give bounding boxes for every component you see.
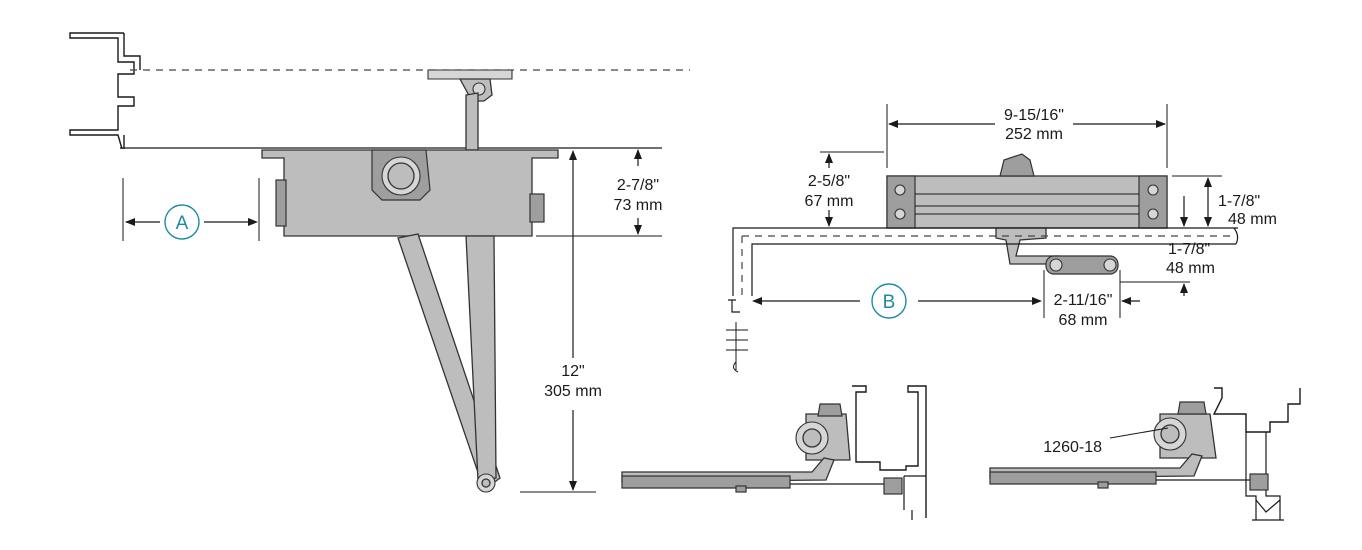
dim-depth-imperial: 2-7/8" (617, 177, 659, 194)
mounting-bracket (427, 69, 513, 80)
dim-height-left-metric: 67 mm (805, 193, 854, 210)
dim-length-imperial: 9-15/16" (1004, 107, 1064, 124)
top-view: A 2-7/8" 73 mm 12" 305 mm (69, 32, 690, 493)
forearm (465, 235, 497, 481)
side-view: 9-15/16" 252 mm 2-5/8" 67 mm 1-7/8" 48 m… (726, 104, 1277, 373)
frame-profile (69, 32, 135, 150)
part-number-label: 1260-18 (1043, 439, 1102, 456)
door-outline (732, 227, 1238, 296)
dim-height-right-metric: 48 mm (1228, 211, 1277, 228)
callout-a-badge (164, 204, 200, 240)
installation-view-1 (621, 385, 927, 520)
dim-depth-metric: 73 mm (614, 197, 663, 214)
dim-offset-imperial: 2-11/16" (1054, 292, 1113, 309)
dim-length-metric: 252 mm (1005, 126, 1063, 143)
dim-arm-imperial: 12" (561, 363, 584, 380)
callout-a-label: A (176, 213, 189, 234)
dim-bracket-metric: 48 mm (1166, 260, 1215, 277)
dim-offset-metric: 68 mm (1059, 312, 1108, 329)
dim-arm-metric: 305 mm (544, 383, 602, 400)
closer-body-side-view (886, 175, 1168, 229)
installation-view-2: 1260-18 (989, 387, 1301, 521)
callout-b-label: B (883, 292, 896, 313)
dim-height-right-imperial: 1-7/8" (1218, 193, 1260, 210)
main-arm (397, 233, 501, 492)
dim-height-left-imperial: 2-5/8" (808, 173, 850, 190)
callout-b-badge (871, 283, 907, 319)
dim-bracket-imperial: 1-7/8" (1168, 241, 1210, 258)
